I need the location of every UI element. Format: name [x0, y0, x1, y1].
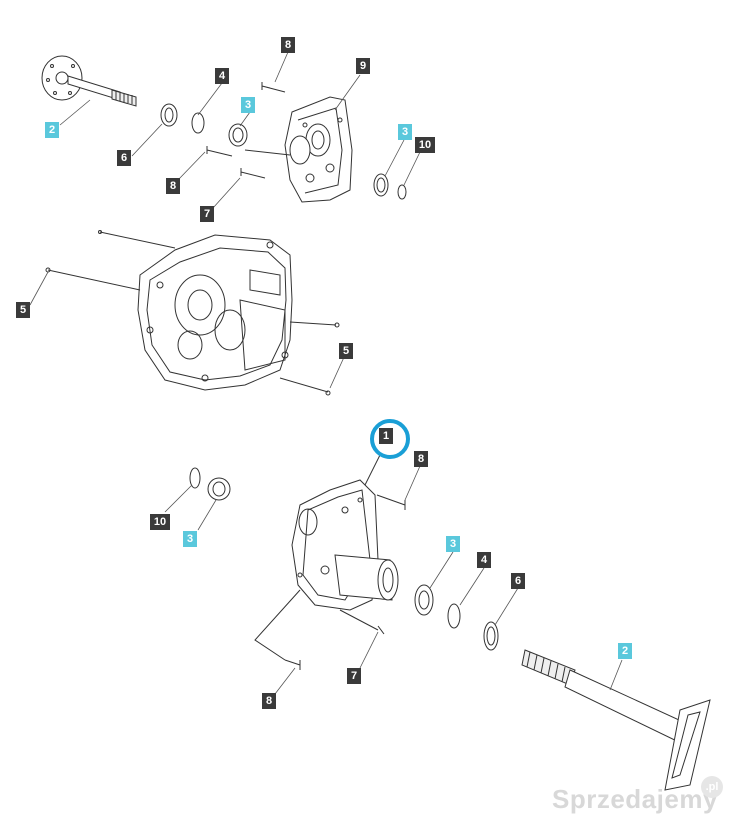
main-gearbox-housing — [45, 230, 340, 396]
lower-bolts — [284, 494, 406, 670]
callout-lower-circlip-right: 4 — [477, 552, 491, 568]
callout-upper-bearing: 3 — [241, 97, 255, 113]
callout-lower-bearing-right: 3 — [446, 536, 460, 552]
callout-lower-bolt-top: 8 — [414, 451, 428, 467]
callout-upper-right-circlip: 10 — [415, 137, 435, 153]
upper-circlip — [191, 112, 205, 134]
upper-cover — [244, 96, 353, 203]
callout-upper-shaft: 2 — [45, 122, 59, 138]
callout-lower-bearing-left: 3 — [183, 531, 197, 547]
callout-upper-right-bearing: 3 — [398, 124, 412, 140]
callout-upper-seal-ring: 6 — [117, 150, 131, 166]
callout-lower-seal-ring: 6 — [511, 573, 525, 589]
callout-housing-pin-right: 5 — [339, 343, 353, 359]
leader-lines — [29, 51, 623, 695]
callout-upper-bolt-low: 7 — [200, 206, 214, 222]
upper-bearing — [228, 123, 248, 147]
lower-axle-shaft — [521, 649, 711, 791]
upper-axle-shaft — [41, 55, 137, 107]
callout-lower-housing: 1 — [379, 428, 393, 444]
callout-lower-bolt-bottom: 8 — [262, 693, 276, 709]
lower-housing — [254, 454, 399, 661]
callout-lower-bolt-low: 7 — [347, 668, 361, 684]
upper-right-bearing-and-circlip — [373, 173, 407, 200]
callout-lower-circlip-left: 10 — [150, 514, 170, 530]
callout-upper-bolt-top: 8 — [281, 37, 295, 53]
callout-housing-pin-left: 5 — [16, 302, 30, 318]
upper-bolts — [206, 82, 286, 179]
callout-upper-circlip: 4 — [215, 68, 229, 84]
watermark-badge: .pl — [701, 776, 723, 798]
callout-upper-cover: 9 — [356, 58, 370, 74]
lower-left-circlip-and-bearing — [189, 467, 231, 501]
upper-seal-ring — [160, 103, 178, 127]
watermark-text: Sprzedajemy — [552, 784, 718, 814]
lower-right-bearing-circlip-seal — [414, 584, 499, 651]
callout-upper-bolt-mid: 8 — [166, 178, 180, 194]
highlight-ring — [370, 419, 410, 459]
callout-lower-shaft: 2 — [618, 643, 632, 659]
